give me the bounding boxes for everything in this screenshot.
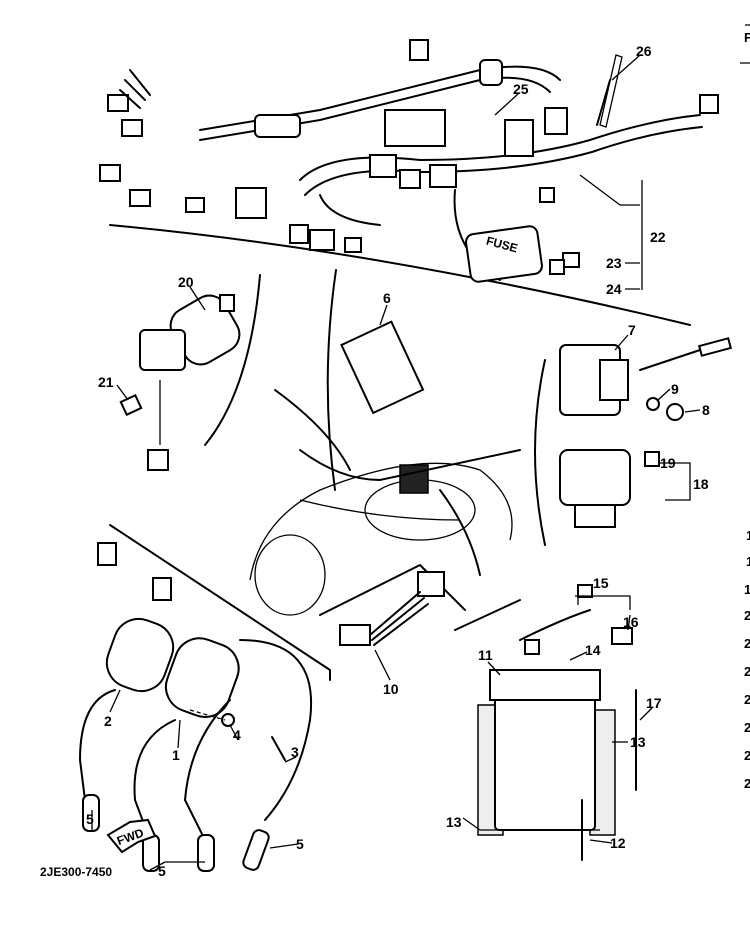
callout-20: 20	[178, 274, 194, 290]
callout-1: 1	[172, 747, 180, 763]
fwd-arrow: FWD	[106, 818, 157, 854]
connector-subharness	[319, 564, 466, 646]
svg-text:1: 1	[746, 528, 750, 543]
svg-text:2: 2	[744, 608, 750, 623]
callout-7: 7	[628, 322, 636, 338]
callout-8: 8	[702, 402, 710, 418]
callout-12: 12	[610, 835, 626, 851]
callout-26: 26	[636, 43, 652, 59]
svg-text:2: 2	[744, 636, 750, 651]
ignition-coils: FWD	[79, 524, 331, 872]
callout-3: 3	[291, 744, 299, 760]
svg-text:F: F	[744, 30, 750, 45]
callout-24: 24	[606, 281, 622, 297]
callout-5: 5	[86, 811, 94, 827]
callout-23: 23	[606, 255, 622, 271]
callout-19: 19	[660, 455, 676, 471]
callout-17: 17	[646, 695, 662, 711]
callout-6: 6	[383, 290, 391, 306]
callout-4: 4	[233, 727, 241, 743]
diagram-code: 2JE300-7450	[40, 865, 112, 879]
wire-harness: FUSE	[99, 39, 719, 326]
callout-labels: 26 25 22 23 24 20 21 6 7 9 8 19 18 10 15…	[40, 43, 710, 879]
callout-18: 18	[693, 476, 709, 492]
leader-lines	[91, 24, 750, 871]
svg-text:2: 2	[744, 748, 750, 763]
svg-text:1: 1	[746, 554, 750, 569]
svg-text:2: 2	[744, 692, 750, 707]
callout-16: 16	[623, 614, 639, 630]
callout-13: 13	[446, 814, 462, 830]
callout-5: 5	[296, 836, 304, 852]
callout-14: 14	[585, 642, 601, 658]
svg-text:1: 1	[744, 582, 750, 597]
frame-sketch	[249, 449, 521, 616]
svg-text:2: 2	[744, 664, 750, 679]
callout-22: 22	[650, 229, 666, 245]
main-switch	[119, 274, 261, 471]
callout-2: 2	[104, 713, 112, 729]
callout-10: 10	[383, 681, 399, 697]
battery	[454, 584, 637, 861]
callout-15: 15	[593, 575, 609, 591]
callout-11: 11	[478, 647, 493, 663]
cdi-unit	[274, 269, 425, 491]
callout-5: 5	[158, 863, 166, 879]
callout-13: 13	[630, 734, 646, 750]
edge-fragments: F 1 1 1 2 2 2 2 2 2 2	[744, 30, 750, 791]
callout-25: 25	[513, 81, 529, 97]
svg-text:2: 2	[744, 776, 750, 791]
relays	[534, 337, 733, 546]
svg-text:2: 2	[744, 720, 750, 735]
callout-9: 9	[671, 381, 679, 397]
callout-21: 21	[98, 374, 114, 390]
